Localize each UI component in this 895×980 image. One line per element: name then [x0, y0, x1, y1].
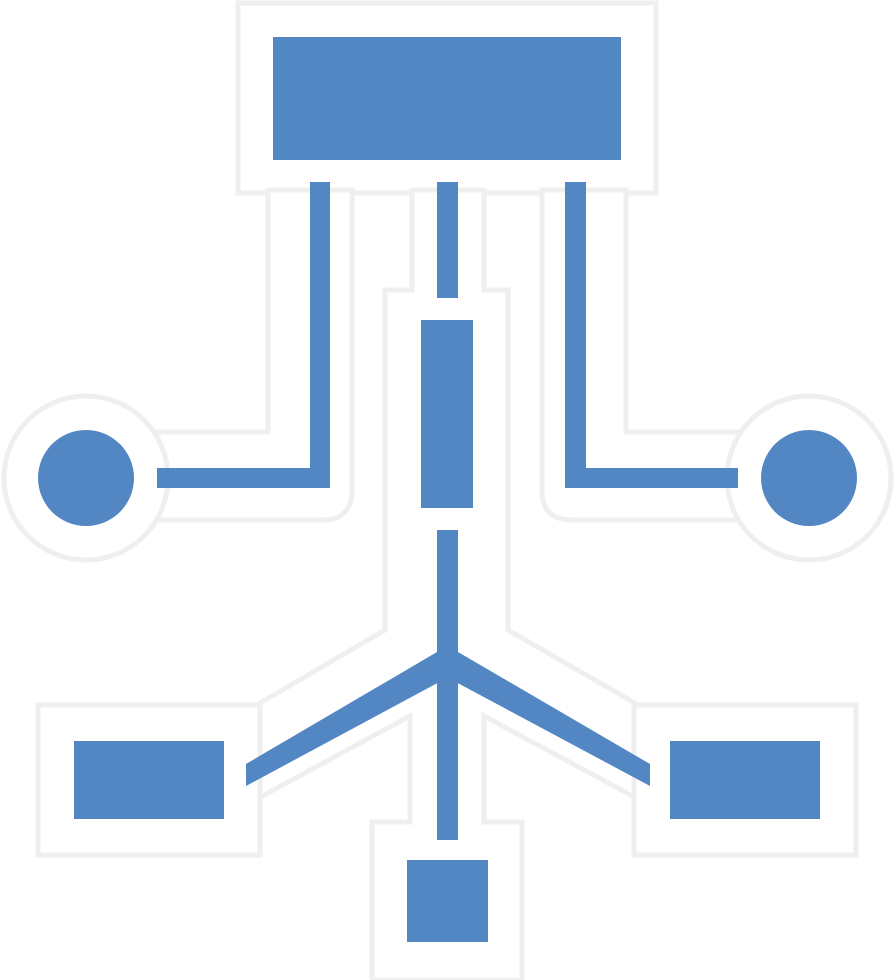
right-dot — [761, 430, 857, 526]
center-lower-stem — [437, 530, 458, 840]
bottom-right-box — [670, 741, 820, 819]
left-connector-line — [157, 468, 330, 488]
bottom-center-box — [407, 860, 488, 942]
top-left-drop-line — [310, 182, 330, 488]
left-dot — [38, 430, 134, 526]
top-box — [273, 37, 621, 160]
left-diagonal-branch — [246, 652, 458, 786]
top-center-drop-line — [437, 182, 458, 298]
right-connector-line — [565, 468, 738, 488]
top-right-drop-line — [565, 182, 586, 488]
bottom-left-box — [74, 741, 224, 819]
glyph — [38, 37, 857, 942]
center-box — [421, 320, 473, 508]
right-diagonal-branch — [437, 652, 650, 786]
